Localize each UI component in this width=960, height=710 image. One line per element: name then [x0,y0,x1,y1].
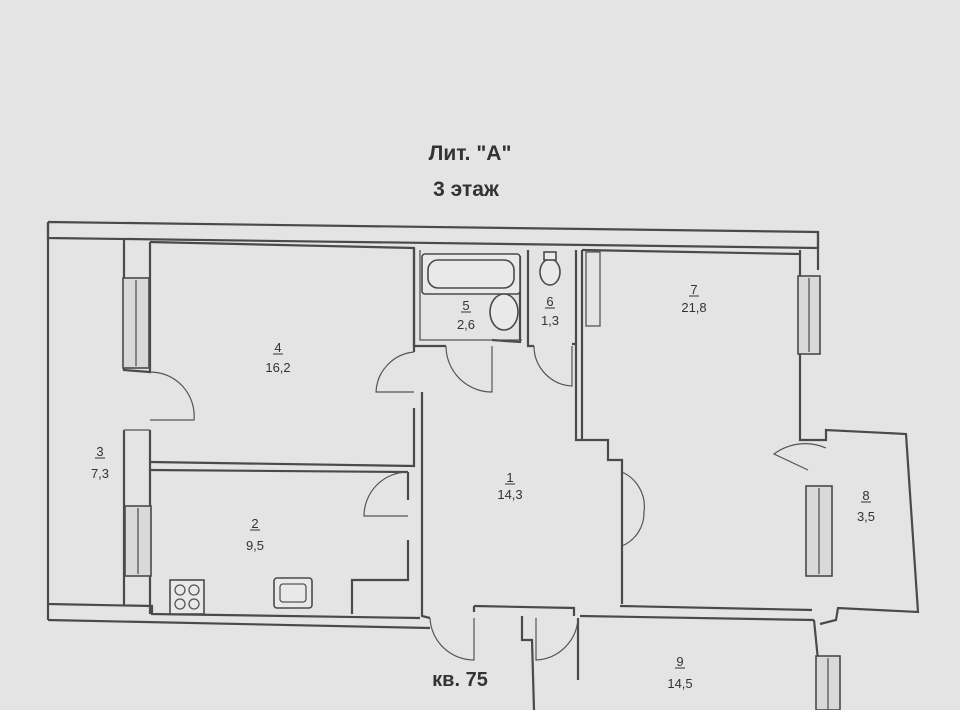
svg-text:3: 3 [96,444,103,459]
room-9-walls [520,616,820,710]
svg-text:1: 1 [506,470,513,485]
svg-text:7: 7 [690,282,697,297]
door-4-1 [375,351,415,393]
room-4-label: 4 16,2 [265,340,290,375]
door-entry [429,617,475,661]
outer-walls [46,220,920,630]
svg-text:3,5: 3,5 [857,509,875,524]
svg-text:16,2: 16,2 [265,360,290,375]
svg-text:14,5: 14,5 [667,676,692,691]
svg-text:2: 2 [251,516,258,531]
fixtures [169,251,561,615]
room-5-label: 5 2,6 [457,298,475,332]
svg-text:2,6: 2,6 [457,317,475,332]
room-3-label: 3 7,3 [91,444,109,481]
svg-text:14,3: 14,3 [497,487,522,502]
room-8-label: 8 3,5 [857,488,875,524]
room-6-label: 6 1,3 [541,294,559,328]
svg-text:5: 5 [462,298,469,313]
doors [149,345,827,661]
svg-text:21,8: 21,8 [681,300,706,315]
svg-text:1,3: 1,3 [541,313,559,328]
door-6 [533,345,573,387]
kitchen-sink-icon [273,577,313,609]
room-1-label: 1 14,3 [497,470,522,502]
room-9-label: 9 14,5 [667,654,692,691]
room-labels: 1 14,3 2 9,5 3 7,3 4 16,2 5 2,6 6 1,3 [91,282,875,691]
svg-text:9: 9 [676,654,683,669]
room-1-walls [420,344,624,620]
door-7-1 [621,471,645,547]
floor-label: 3 этаж [433,178,500,201]
svg-text:7,3: 7,3 [91,466,109,481]
plan-title: Лит. "А" [429,142,512,165]
svg-text:4: 4 [274,340,281,355]
room-2-walls [350,472,410,614]
toilet-icon [539,258,561,286]
room-7-walls [580,248,801,440]
door-8 [772,443,827,471]
stove-icon [169,579,205,615]
svg-text:8: 8 [862,488,869,503]
door-9 [535,617,579,661]
room-2-label: 2 9,5 [246,516,264,553]
apartment-label: кв. 75 [432,669,488,691]
door-3-4 [149,371,195,421]
svg-text:9,5: 9,5 [246,538,264,553]
sink-icon [489,293,519,331]
room-7-label: 7 21,8 [681,282,706,315]
door-5 [445,345,493,393]
svg-text:6: 6 [546,294,553,309]
door-2-1 [363,471,409,517]
windows [122,275,841,710]
room-4-walls [149,240,416,474]
